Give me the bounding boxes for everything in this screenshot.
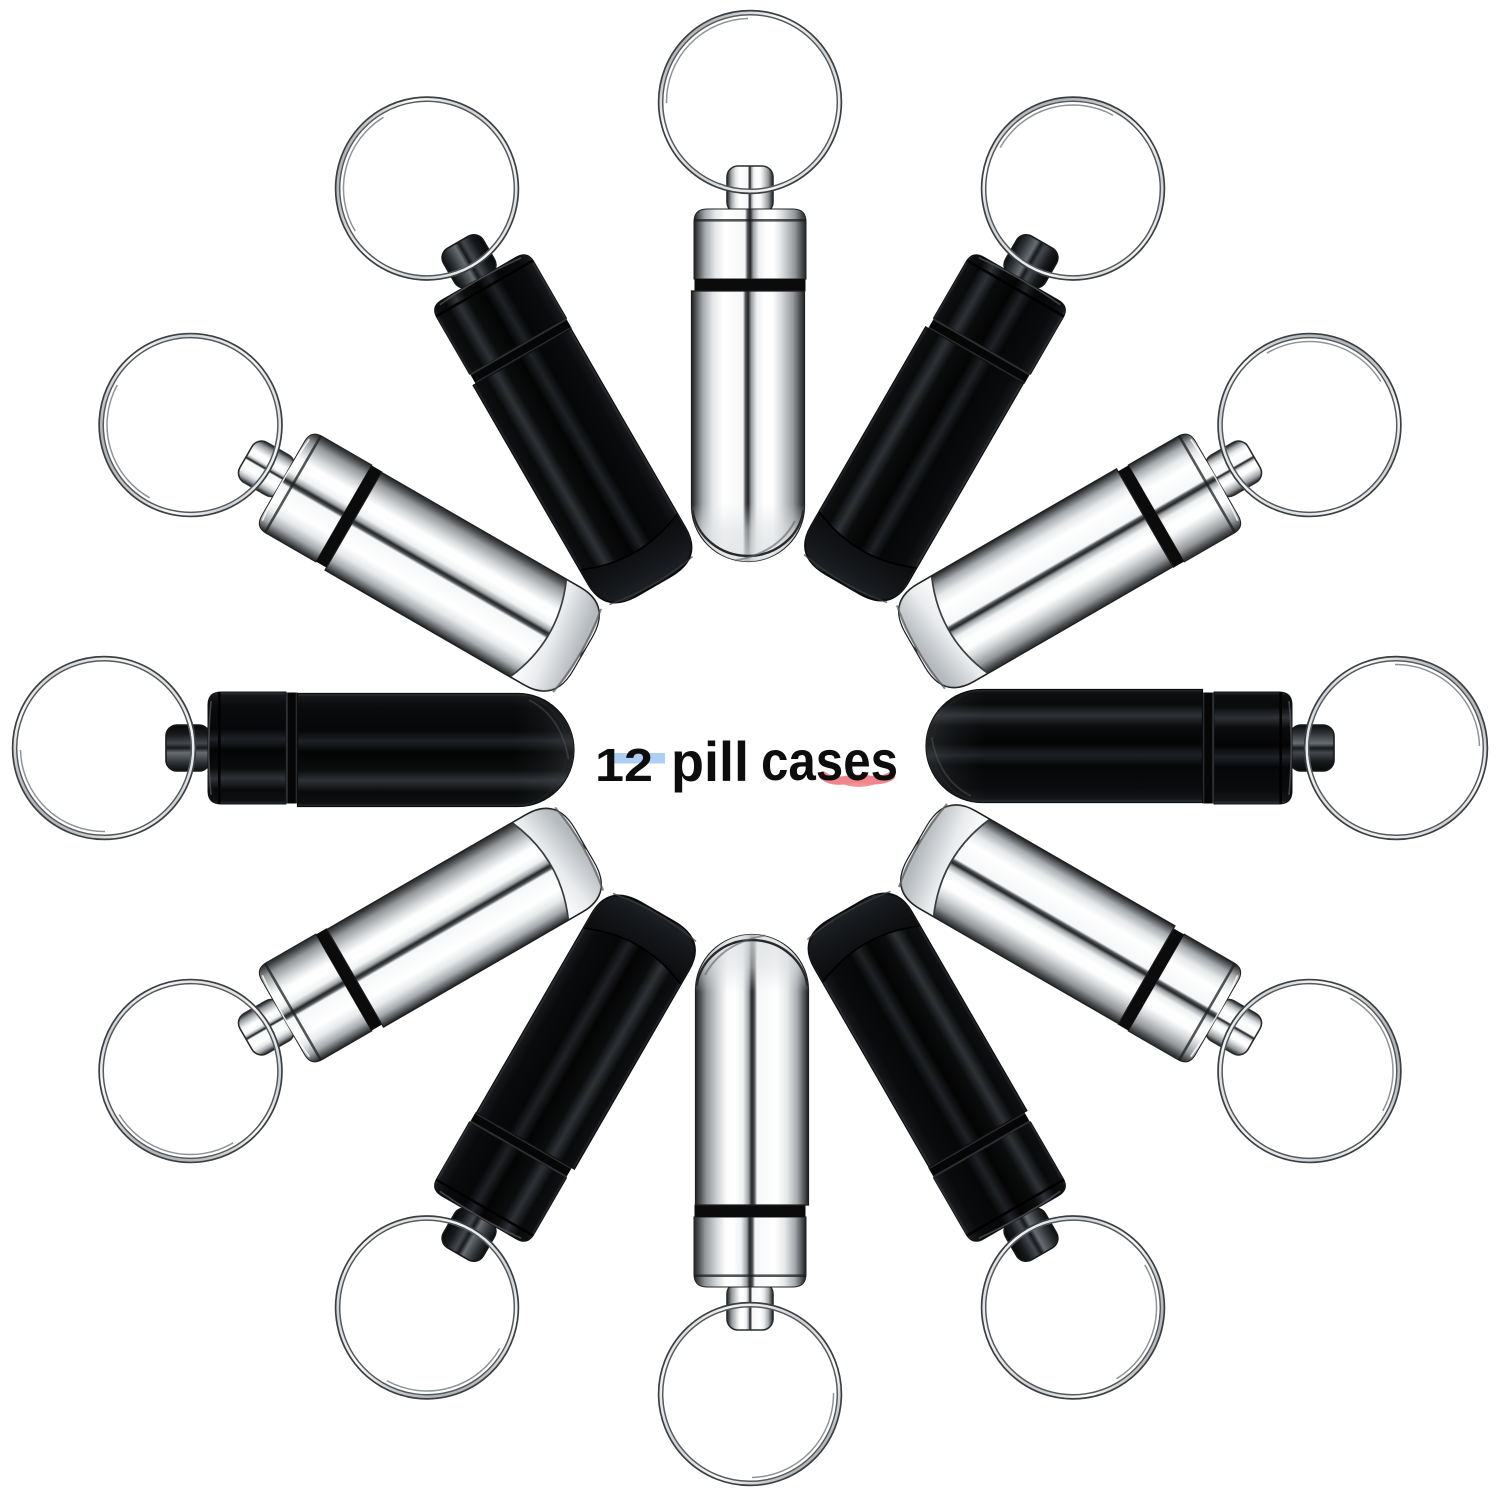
svg-text:12: 12 [595,739,653,791]
svg-text:pill: pill [671,730,749,793]
svg-text:cases: cases [761,729,898,792]
